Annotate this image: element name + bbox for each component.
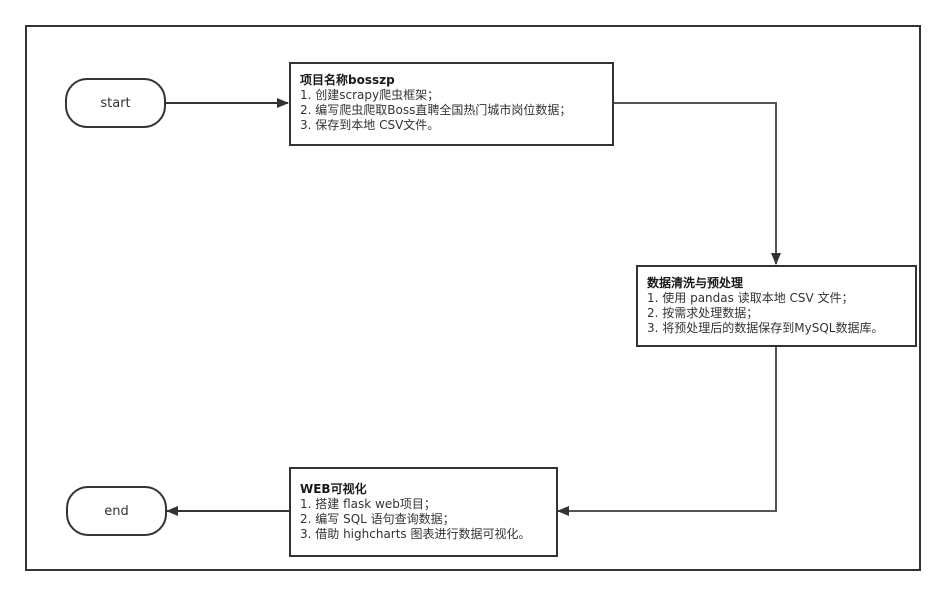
edge-step2-to-step3 [557,346,777,516]
step-1-crawl-box: 项目名称bosszp 1. 创建scrapy爬虫框架； 2. 编写爬虫爬取Bos… [289,62,614,146]
step-title: 项目名称bosszp [300,73,395,87]
start-label: start [100,95,131,111]
diagram-frame [25,25,921,571]
step-2-clean-box: 数据清洗与预处理 1. 使用 pandas 读取本地 CSV 文件； 2. 按需… [636,265,917,347]
step-item: 3. 借助 highcharts 图表进行数据可视化。 [300,527,531,541]
step-item: 1. 创建scrapy爬虫框架； [300,88,440,102]
step-item: 2. 编写爬虫爬取Boss直聘全国热门城市岗位数据； [300,103,572,117]
end-label: end [104,503,129,519]
start-terminal: start [65,78,166,128]
step-item: 2. 按需求处理数据； [647,306,759,320]
step-item: 2. 编写 SQL 语句查询数据； [300,512,455,526]
edge-step1-to-step2 [613,102,781,265]
step-item: 3. 保存到本地 CSV文件。 [300,118,440,132]
step-title: WEB可视化 [300,482,367,496]
step-item: 1. 搭建 flask web项目； [300,497,436,511]
step-3-web-box: WEB可视化 1. 搭建 flask web项目； 2. 编写 SQL 语句查询… [289,467,558,557]
end-terminal: end [66,486,167,536]
step-title: 数据清洗与预处理 [647,276,744,290]
step-item: 3. 将预处理后的数据保存到MySQL数据库。 [647,321,884,335]
step-item: 1. 使用 pandas 读取本地 CSV 文件； [647,291,854,305]
